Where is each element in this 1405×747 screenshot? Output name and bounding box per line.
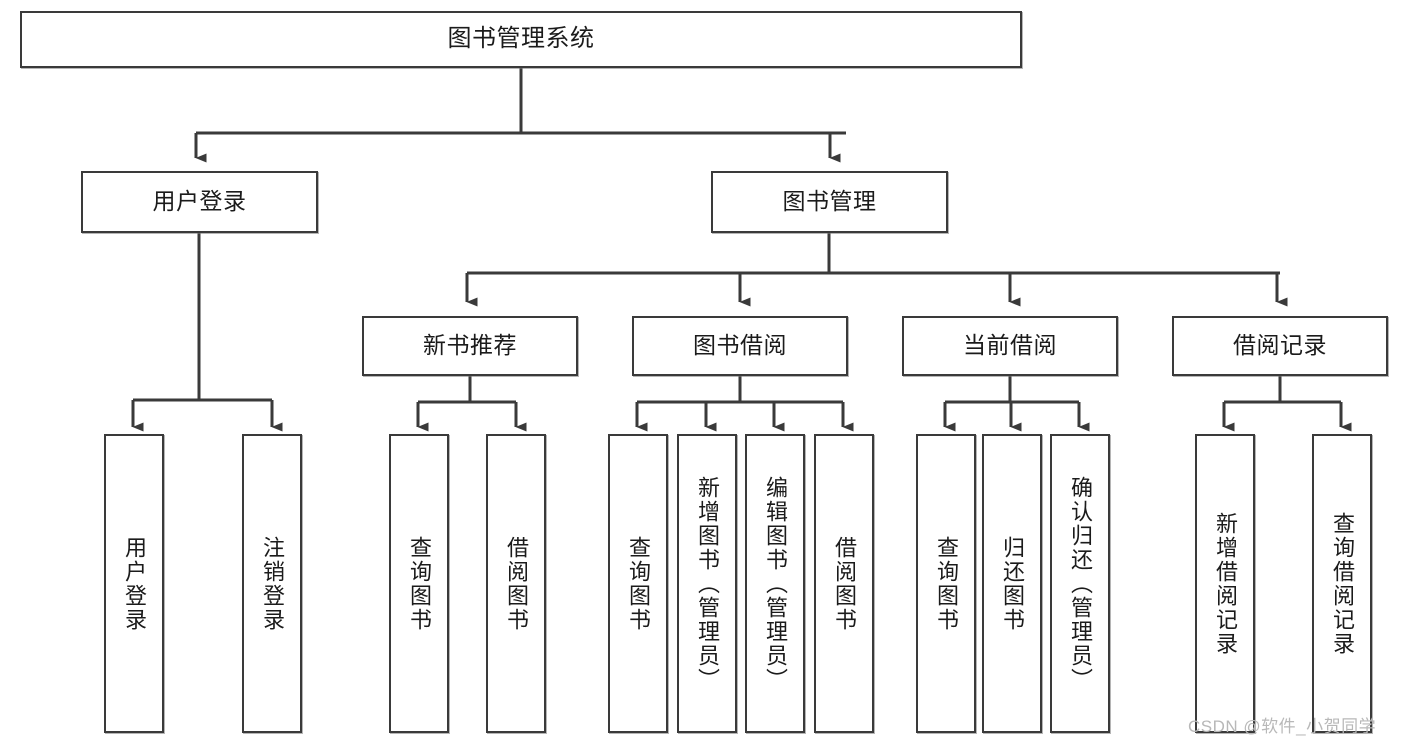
- watermark-text: CSDN @软件_小贺同学: [1188, 717, 1377, 736]
- node-user-login[interactable]: 用户登录: [81, 171, 318, 233]
- node-label: 新增图书（管理员）: [695, 475, 720, 692]
- node-label: 借阅图书: [504, 535, 529, 632]
- connector-userlogin-to-leaves: [131, 233, 283, 432]
- node-label: 新增借阅记录: [1213, 511, 1238, 656]
- node-label: 归还图书: [1000, 535, 1025, 632]
- node-leaf-user-login[interactable]: 用户登录: [104, 434, 164, 733]
- node-new-book-recommend[interactable]: 新书推荐: [362, 316, 578, 376]
- connector-newbook-to-leaves: [416, 376, 527, 432]
- node-leaf-query-book-current[interactable]: 查询图书: [916, 434, 976, 733]
- node-label: 查询借阅记录: [1330, 511, 1355, 656]
- node-label: 查询图书: [626, 535, 651, 632]
- node-leaf-borrow-book[interactable]: 借阅图书: [814, 434, 874, 733]
- node-leaf-query-book-borrow[interactable]: 查询图书: [608, 434, 668, 733]
- node-leaf-add-borrow-record[interactable]: 新增借阅记录: [1195, 434, 1255, 733]
- node-leaf-edit-book-admin[interactable]: 编辑图书（管理员）: [745, 434, 805, 733]
- node-leaf-return-book[interactable]: 归还图书: [982, 434, 1042, 733]
- node-label: 借阅记录: [1233, 332, 1327, 359]
- node-root-book-management-system[interactable]: 图书管理系统: [20, 11, 1022, 68]
- node-label: 查询图书: [934, 535, 959, 632]
- node-leaf-confirm-return-admin[interactable]: 确认归还（管理员）: [1050, 434, 1110, 733]
- node-label: 新书推荐: [423, 332, 517, 359]
- node-label: 借阅图书: [832, 535, 857, 632]
- node-label: 编辑图书（管理员）: [763, 475, 788, 692]
- node-leaf-query-borrow-record[interactable]: 查询借阅记录: [1312, 434, 1372, 733]
- node-book-borrow[interactable]: 图书借阅: [632, 316, 848, 376]
- node-leaf-add-book-admin[interactable]: 新增图书（管理员）: [677, 434, 737, 733]
- node-label: 图书借阅: [693, 332, 787, 359]
- connector-bookmgmt-to-level3: [465, 233, 1288, 307]
- node-current-borrow[interactable]: 当前借阅: [902, 316, 1118, 376]
- connector-root-to-level2: [194, 68, 846, 163]
- node-leaf-logout[interactable]: 注销登录: [242, 434, 302, 733]
- node-label: 查询图书: [407, 535, 432, 632]
- node-borrow-record[interactable]: 借阅记录: [1172, 316, 1388, 376]
- connector-currentborrow-to-leaves: [943, 376, 1090, 432]
- connector-borrowrecord-to-leaves: [1222, 376, 1352, 432]
- node-label: 当前借阅: [963, 332, 1057, 359]
- node-label: 图书管理: [782, 188, 877, 215]
- node-label: 图书管理系统: [447, 25, 595, 53]
- node-label: 用户登录: [152, 188, 247, 215]
- node-leaf-borrow-book-recommend[interactable]: 借阅图书: [486, 434, 546, 733]
- node-label: 用户登录: [122, 535, 147, 632]
- connector-bookborrow-to-leaves: [635, 376, 854, 432]
- node-label: 确认归还（管理员）: [1068, 475, 1093, 692]
- node-leaf-query-book-recommend[interactable]: 查询图书: [389, 434, 449, 733]
- node-label: 注销登录: [260, 535, 285, 632]
- node-book-management[interactable]: 图书管理: [711, 171, 948, 233]
